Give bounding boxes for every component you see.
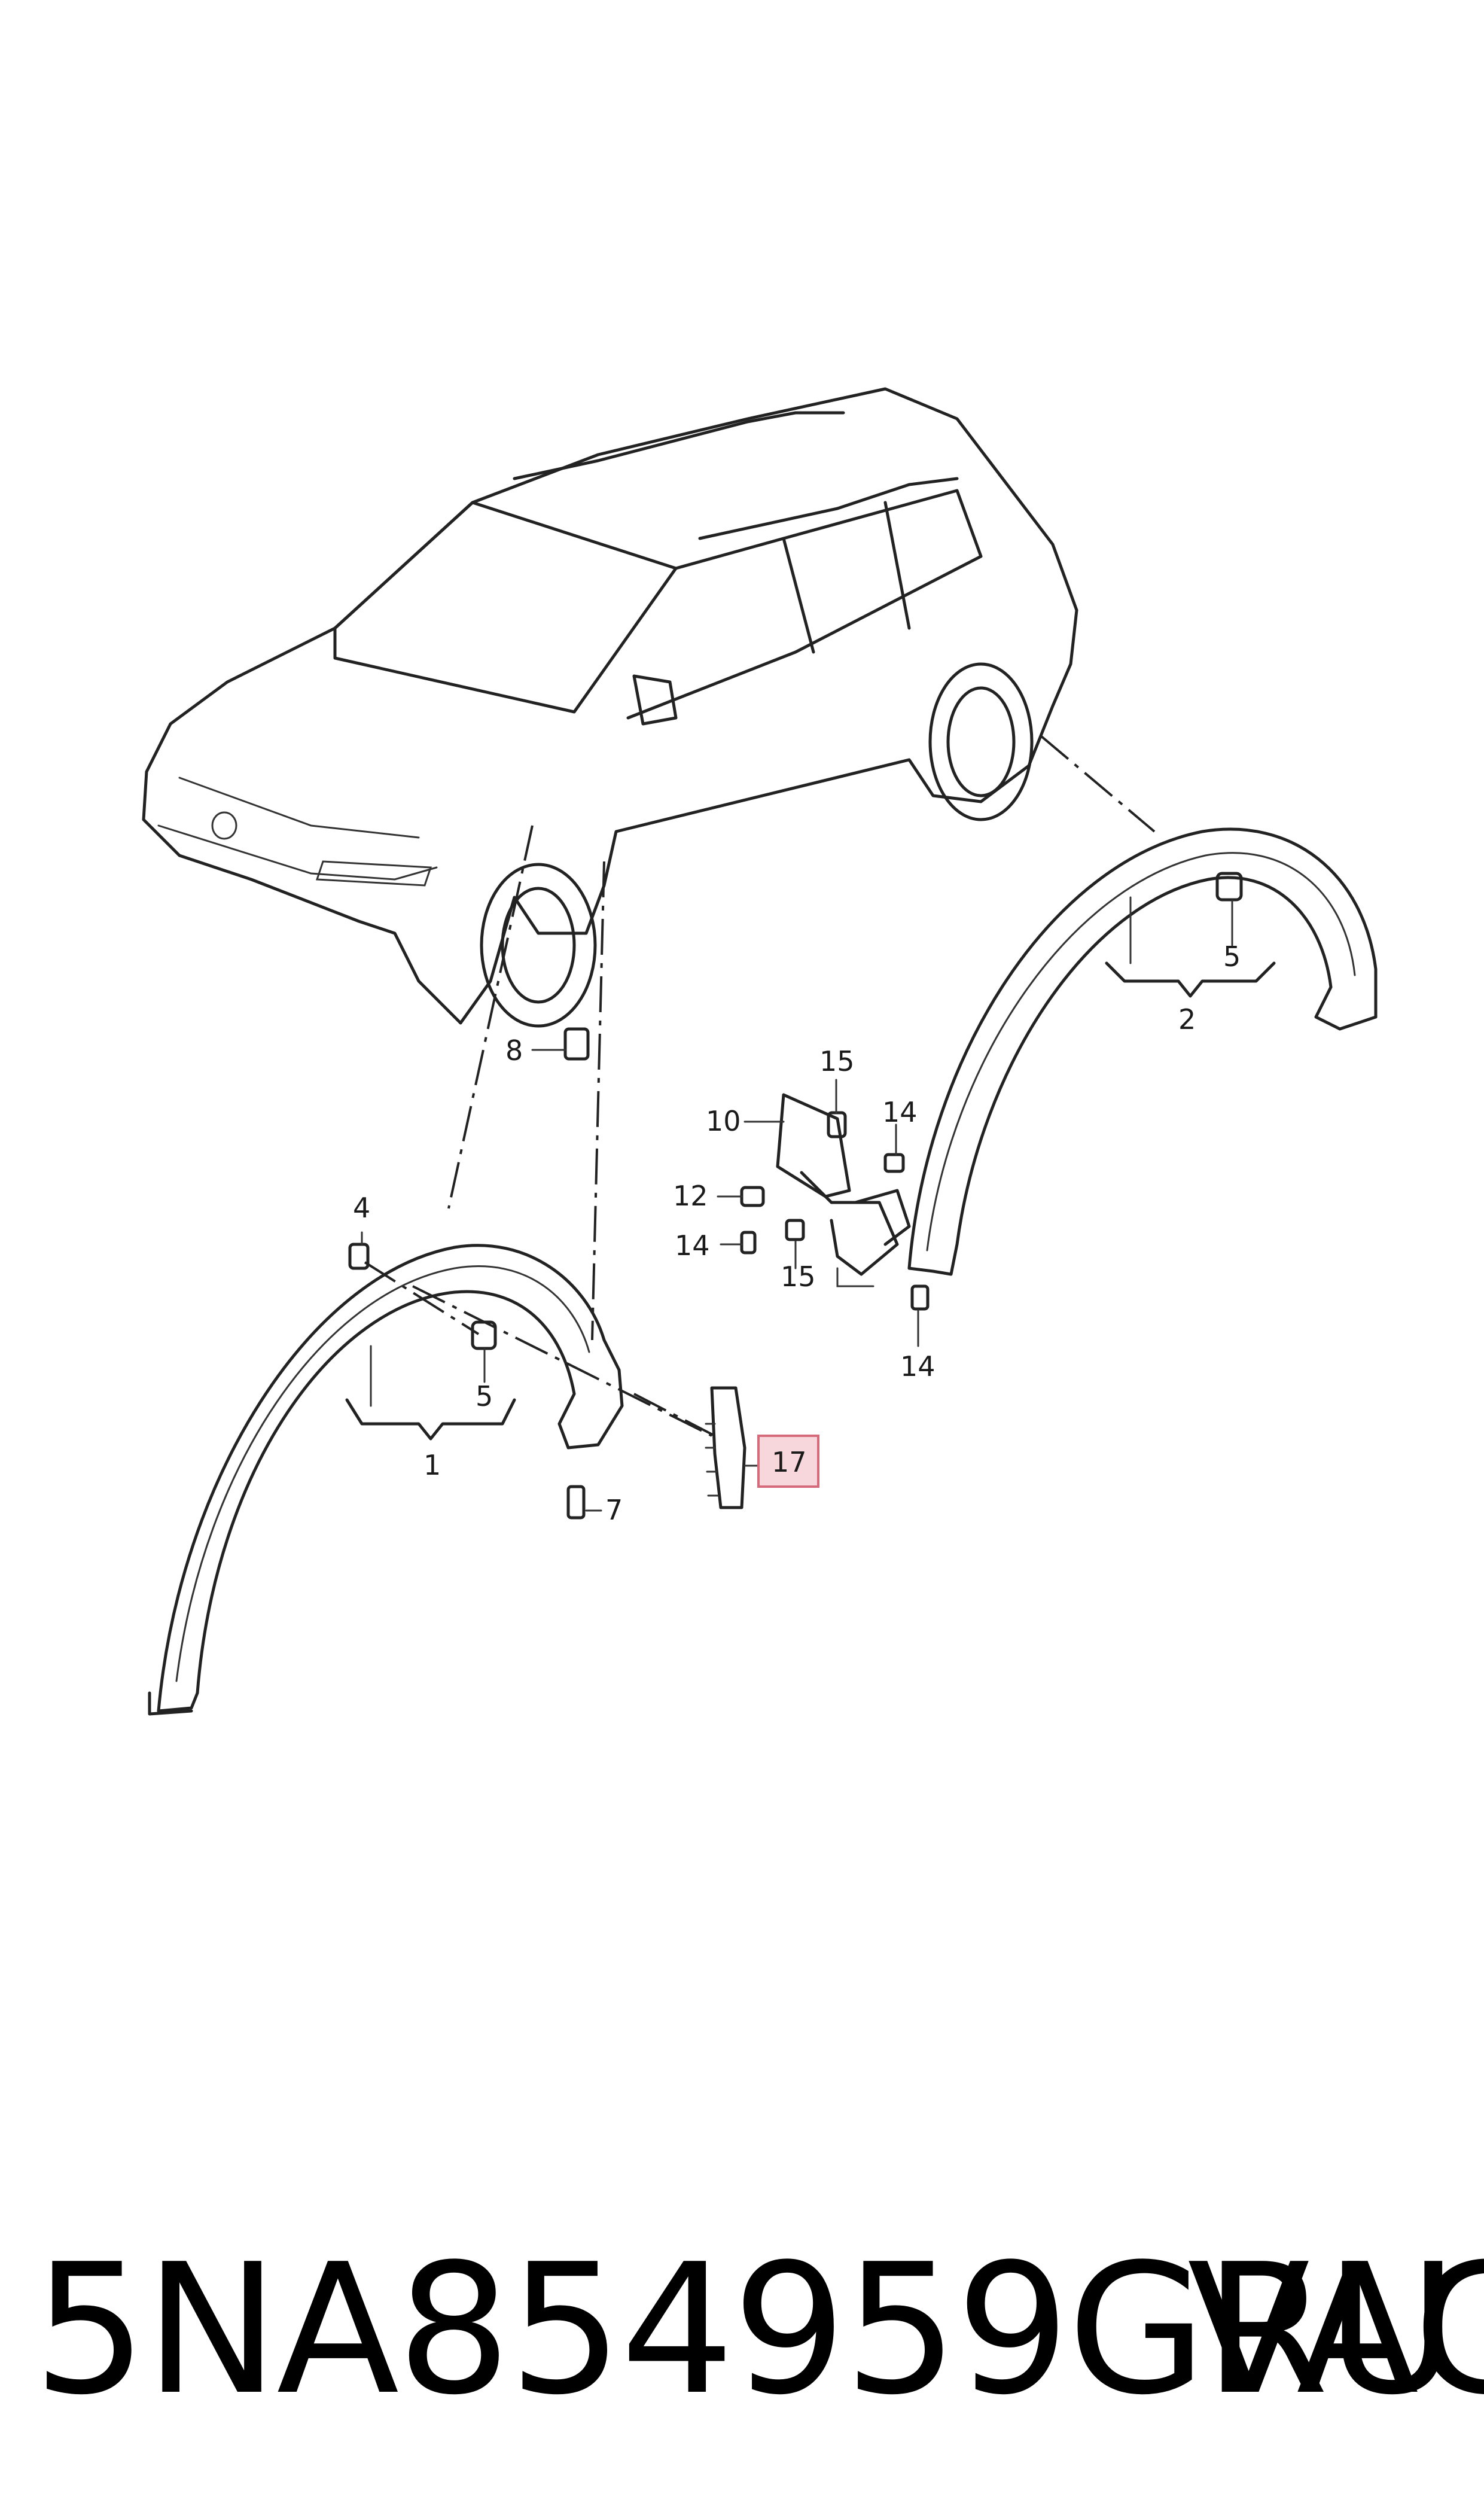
- label-4: 4: [353, 1192, 370, 1224]
- label-15-top: 15: [819, 1045, 855, 1077]
- label-14-left: 14: [675, 1229, 710, 1262]
- fasteners: [348, 872, 1243, 1520]
- label-12: 12: [673, 1180, 708, 1212]
- caption: 5NA854959GRU VAG: [0, 2237, 1484, 2435]
- label-17: 17: [772, 1446, 807, 1478]
- label-14-top: 14: [882, 1096, 918, 1128]
- bracket-assembly: [740, 1093, 930, 1311]
- part-number: 5NA854959GRU: [33, 2225, 1458, 2434]
- label-10: 10: [706, 1105, 741, 1137]
- label-2: 2: [1178, 1003, 1196, 1036]
- brand: VAG: [1187, 2225, 1484, 2434]
- label-15-bottom: 15: [781, 1260, 816, 1293]
- label-1: 1: [423, 1449, 441, 1481]
- label-5-rear: 5: [1223, 940, 1241, 973]
- part-17-strip: [705, 1386, 746, 1509]
- group-brackets: [345, 896, 1276, 1441]
- front-wheel-arch-trim: [148, 1244, 624, 1716]
- car-illustration: [142, 387, 1078, 1028]
- label-7: 7: [605, 1494, 623, 1526]
- label-leaders: [361, 899, 1233, 1512]
- rear-wheel-arch-trim: [907, 827, 1378, 1276]
- highlight-box-17: [757, 1435, 819, 1488]
- label-14-bottom: 14: [900, 1350, 936, 1383]
- leader-lines: [364, 735, 1156, 1437]
- label-8: 8: [505, 1034, 523, 1067]
- label-5-front: 5: [476, 1380, 493, 1412]
